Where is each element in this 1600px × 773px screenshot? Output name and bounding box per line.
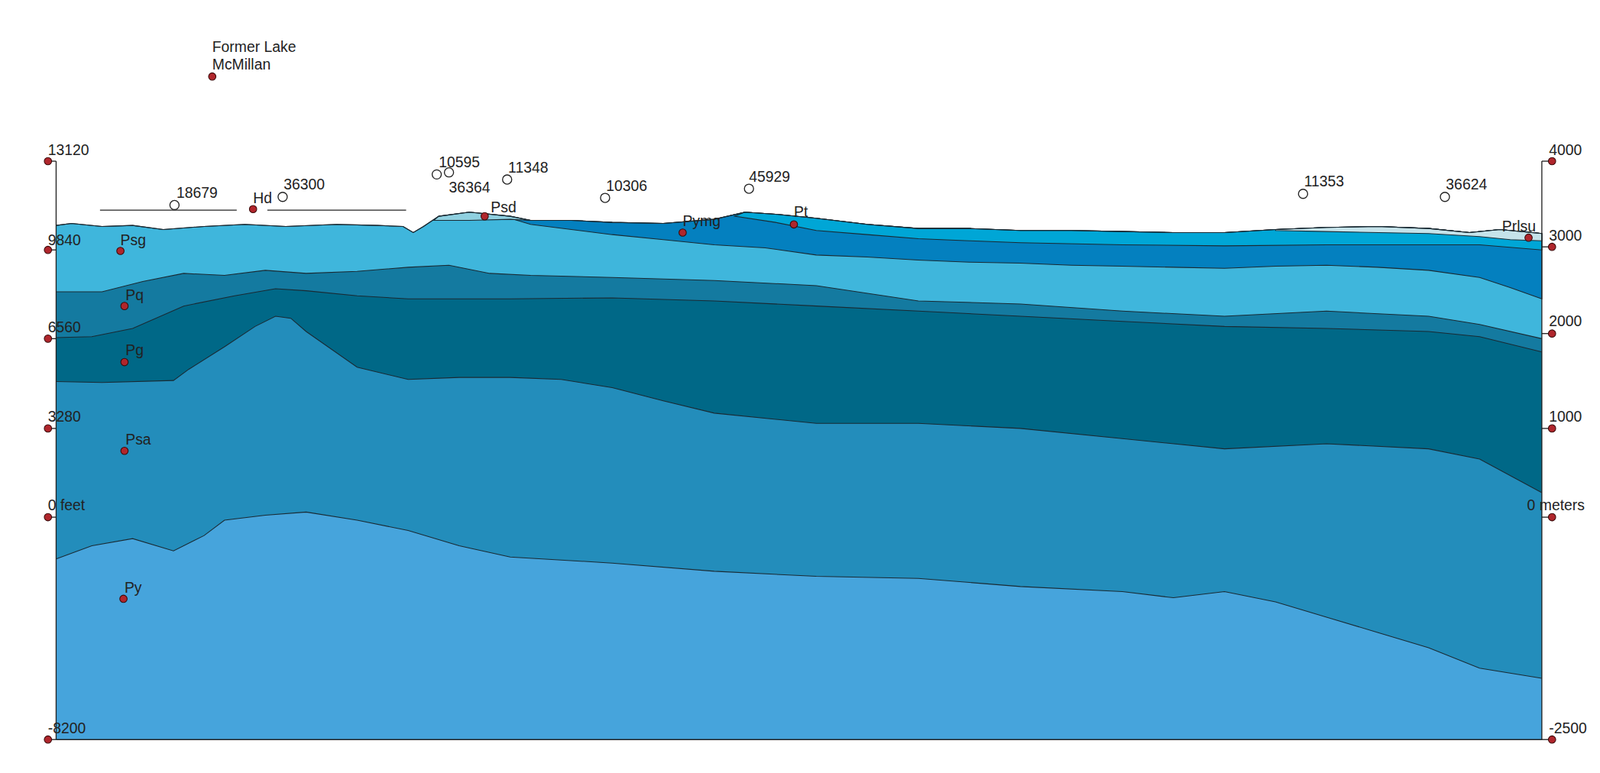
elevation-label: -8200 [48,720,87,739]
unit-label: Pq [125,286,144,305]
elevation-label: 1000 [1548,408,1582,426]
lake-level [100,210,237,211]
elevation-label: 2000 [1548,313,1582,331]
well-symbol [744,184,754,194]
marker-dot [44,424,52,433]
well-number: 36624 [1445,176,1487,195]
unit-label: Pymg [682,213,721,231]
well-symbol [1298,189,1308,199]
marker-dot [1548,157,1556,166]
marker-dot [44,735,52,744]
well-symbol [502,174,512,185]
marker-dot [120,358,129,366]
well-symbol [278,192,288,202]
well-number: 18679 [176,184,218,203]
unit-label: Psg [120,231,146,250]
well-symbol [600,193,610,203]
elevation-label: 13120 [48,142,90,160]
marker-dot [1548,513,1556,522]
marker-dot [44,335,52,344]
marker-dot [120,446,129,455]
marker-dot [1548,242,1556,251]
prlsu-layer [1275,226,1542,241]
marker-dot [119,595,128,603]
marker-dot [44,513,52,522]
pq-layer [55,265,1542,740]
well-number: 11348 [508,158,548,177]
marker-dot [790,220,798,229]
pt-layer [735,212,1542,250]
py-layer-contact [55,511,1542,679]
marker-dot [679,229,687,237]
marker-dot [208,72,217,81]
elevation-label: 6560 [48,319,81,337]
psg-layer [55,212,1542,740]
well-symbol [1440,192,1450,202]
elevation-label: -2500 [1548,720,1588,739]
place-name: Former Lake McMillan [212,38,315,74]
marker-dot [1548,735,1556,744]
elevation-label: 0 meters [1527,496,1585,515]
axis [55,739,1542,741]
psa-layer [55,316,1542,740]
elevation-label: 0 feet [48,496,85,515]
well-number: 10595 [438,154,480,172]
pg-layer [55,288,1542,740]
elevation-label: 4000 [1548,142,1582,160]
well-symbol [432,169,442,179]
marker-dot [249,205,257,214]
unit-label: Py [124,579,143,598]
elevation-label: 3280 [48,408,81,426]
marker-dot [481,212,490,221]
well-number: 45929 [748,168,791,186]
elevation-label: 3000 [1548,227,1582,246]
axis [55,161,57,740]
unit-label: Prlsu [1502,218,1536,237]
unit-label: Pt [793,204,808,222]
unit-label: Pg [125,341,144,360]
well-number: 36300 [283,176,325,195]
well-symbol [169,200,179,210]
elevation-label: 9840 [48,231,81,250]
marker-dot [1525,233,1533,242]
marker-dot [120,302,129,311]
lake-level [267,210,407,211]
unit-label: Psd [490,198,516,217]
well-number: 10306 [605,177,648,195]
well-number: 11353 [1304,173,1345,192]
axis [1541,161,1542,740]
unit-label: Hd [252,189,273,208]
marker-dot [44,157,52,166]
psa-layer-contact [55,316,1542,493]
py-layer [55,511,1542,740]
well-number: 36364 [449,179,491,198]
marker-dot [1548,330,1556,338]
marker-dot [1548,424,1556,433]
marker-dot [116,247,125,256]
unit-label: Psa [125,431,151,450]
